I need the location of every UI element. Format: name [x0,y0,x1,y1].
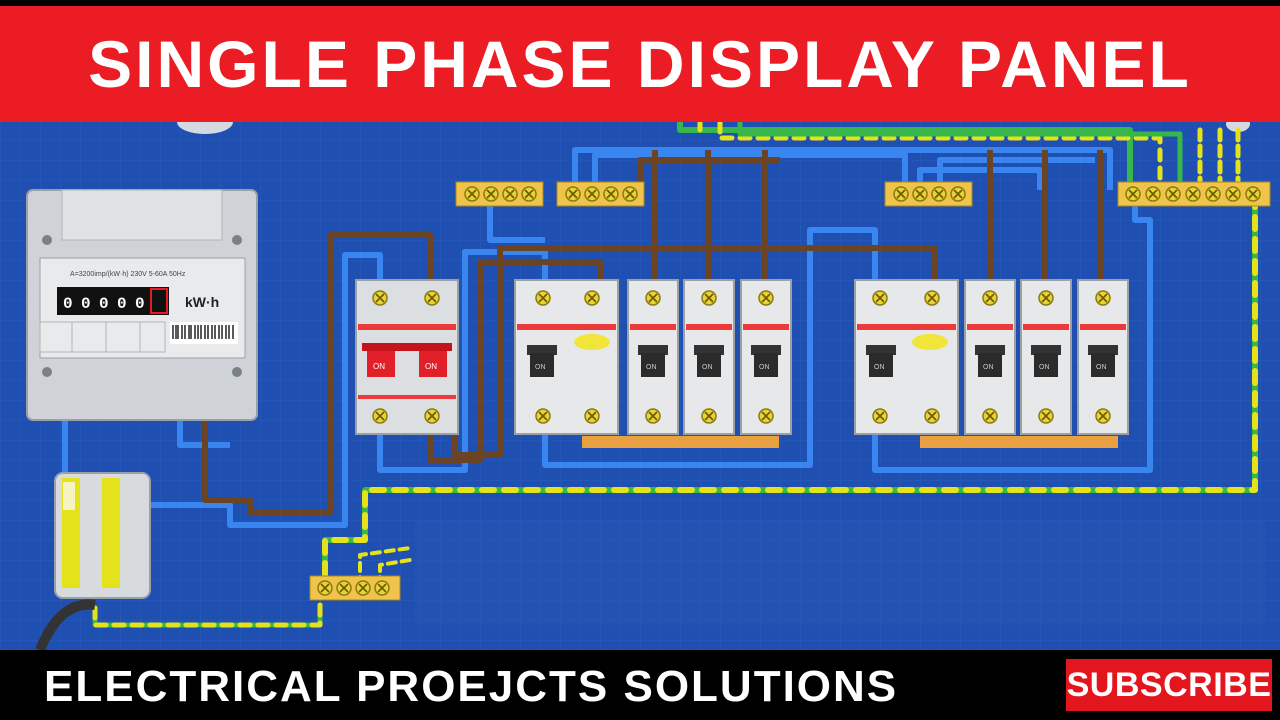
busbar [556,181,645,207]
rcd-lever[interactable] [530,353,554,377]
meter-display [57,287,169,315]
mcb: ON [964,279,1016,435]
switch-on-label: ON [373,362,385,371]
rcd: ON [854,279,959,435]
main-switch-lever[interactable] [367,351,395,377]
channel-name: ELECTRICAL PROEJCTS SOLUTIONS [44,662,899,711]
mcb: ON [627,279,679,435]
rcd-test-button[interactable] [912,334,948,350]
busbar [455,181,544,207]
switch-on-label: ON [1039,364,1050,371]
mcb-lever[interactable] [978,353,1002,377]
meter-digit: 0 [81,295,91,313]
mcb-lever[interactable] [1034,353,1058,377]
mcb: ON [1077,279,1129,435]
mcb-lever[interactable] [754,353,778,377]
switch-on-label: ON [535,364,546,371]
meter-digit: 0 [63,295,73,313]
busbar [309,575,401,601]
wires-earth [92,122,1258,628]
switch-on-label: ON [759,364,770,371]
meter-terminal-block [35,472,151,650]
meter-digit: 4 [154,295,164,313]
meter-digits: 0 0 0 0 0 4 [63,295,164,313]
earth-busbar [1117,181,1271,207]
barcode [170,322,238,344]
main-switch-lever[interactable] [419,351,447,377]
mcb-lever[interactable] [697,353,721,377]
title-bar: SINGLE PHASE DISPLAY PANEL [0,0,1280,122]
mcb: ON [683,279,735,435]
switch-on-label: ON [425,362,437,371]
switch-on-label: ON [983,364,994,371]
switch-on-label: ON [646,364,657,371]
comb-busbar [582,436,779,448]
page-title: SINGLE PHASE DISPLAY PANEL [88,27,1192,101]
meter-digit: 0 [135,295,145,313]
mcb: ON [740,279,792,435]
meter-digit: 0 [99,295,109,313]
switch-on-label: ON [874,364,885,371]
subscribe-button[interactable]: SUBSCRIBE [1066,659,1272,711]
wiring-diagram: A=3200imp/(kW·h) 230V 5-60A 50Hz 0 0 0 0… [0,122,1280,650]
busbar [884,181,973,207]
meter-spec-text: A=3200imp/(kW·h) 230V 5-60A 50Hz [70,271,186,278]
mcb: ON [1020,279,1072,435]
rcd: ON [514,279,619,435]
switch-on-label: ON [1096,364,1107,371]
mcb-lever[interactable] [1091,353,1115,377]
energy-meter: A=3200imp/(kW·h) 230V 5-60A 50Hz 0 0 0 0… [26,189,258,421]
rcd-test-button[interactable] [574,334,610,350]
meter-digit: 0 [117,295,127,313]
meter-unit: kW·h [185,294,219,310]
mcb-lever[interactable] [641,353,665,377]
rcd-lever[interactable] [869,353,893,377]
comb-busbar [920,436,1118,448]
main-switch: ON ON [355,279,459,435]
wires-live [202,150,1103,515]
switch-on-label: ON [702,364,713,371]
